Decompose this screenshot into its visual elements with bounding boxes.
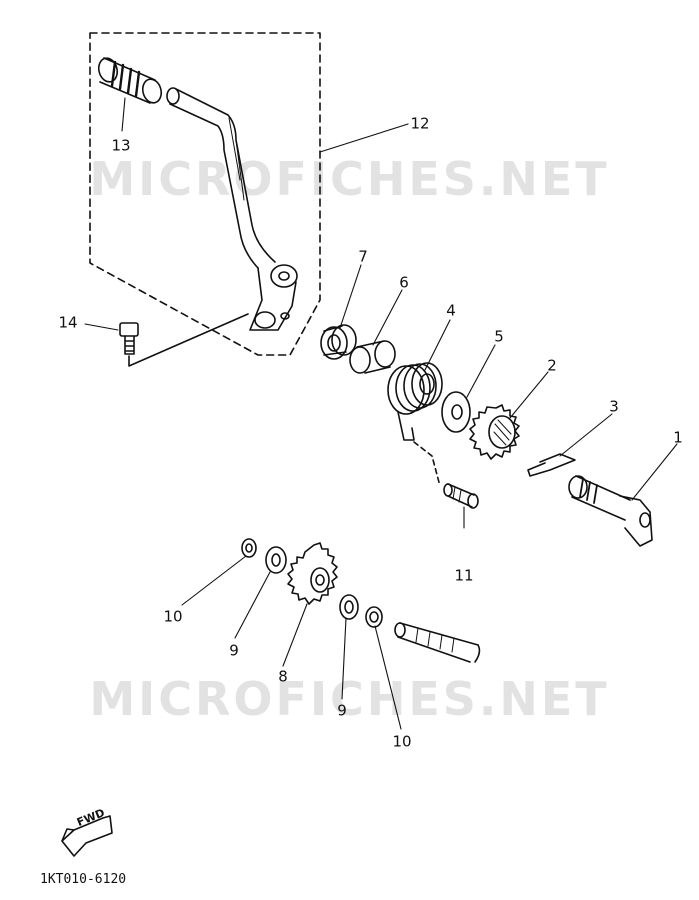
fwd-arrow-icon bbox=[61, 815, 113, 857]
callout-part-2: 2 bbox=[547, 356, 557, 375]
figure-code: 1KT010-6120 bbox=[40, 872, 127, 887]
callout-part-8: 8 bbox=[278, 667, 288, 686]
callout-part-5: 5 bbox=[494, 327, 504, 346]
shaft bbox=[394, 622, 481, 663]
pin-11-dashed-locator bbox=[413, 441, 441, 487]
kick-axle-part-1 bbox=[568, 475, 653, 547]
kick-spring-part-4 bbox=[387, 362, 443, 441]
idle-gear-part-8 bbox=[287, 542, 338, 605]
washer-part-9-left bbox=[265, 546, 287, 574]
callout-part-10-right: 10 bbox=[392, 732, 412, 751]
kick-lever-grip-part-13 bbox=[97, 57, 163, 104]
washer-part-9-right bbox=[339, 594, 359, 620]
callout-part-3: 3 bbox=[609, 397, 619, 416]
kick-lever-boss bbox=[249, 264, 298, 331]
bolt-14-leader-to-lever bbox=[128, 313, 249, 367]
circlip-part-10-left bbox=[241, 538, 257, 558]
callout-part-9-left: 9 bbox=[229, 641, 239, 660]
callout-part-4: 4 bbox=[446, 301, 456, 320]
clip-part-3 bbox=[527, 453, 576, 477]
callout-part-1: 1 bbox=[673, 428, 683, 447]
callout-part-11: 11 bbox=[454, 566, 474, 585]
callout-part-7: 7 bbox=[358, 247, 368, 266]
bearing-part-7 bbox=[320, 324, 357, 360]
callout-part-12: 12 bbox=[410, 114, 430, 133]
callout-part-13: 13 bbox=[111, 136, 131, 155]
callout-part-14: 14 bbox=[58, 313, 78, 332]
circlip-part-10-right bbox=[365, 606, 383, 628]
washer-part-5 bbox=[441, 391, 471, 433]
bolt-part-14 bbox=[119, 322, 139, 355]
callout-part-6: 6 bbox=[399, 273, 409, 292]
kick-lever-arm bbox=[166, 87, 276, 269]
kick-gear-part-2 bbox=[469, 404, 520, 460]
callout-leaders bbox=[84, 97, 678, 730]
callout-part-9-right: 9 bbox=[337, 701, 347, 720]
pin-part-11 bbox=[443, 483, 479, 509]
collar-part-6 bbox=[349, 340, 396, 374]
callout-part-10-left: 10 bbox=[163, 607, 183, 626]
kick-lever-assembly-outline bbox=[89, 32, 321, 356]
